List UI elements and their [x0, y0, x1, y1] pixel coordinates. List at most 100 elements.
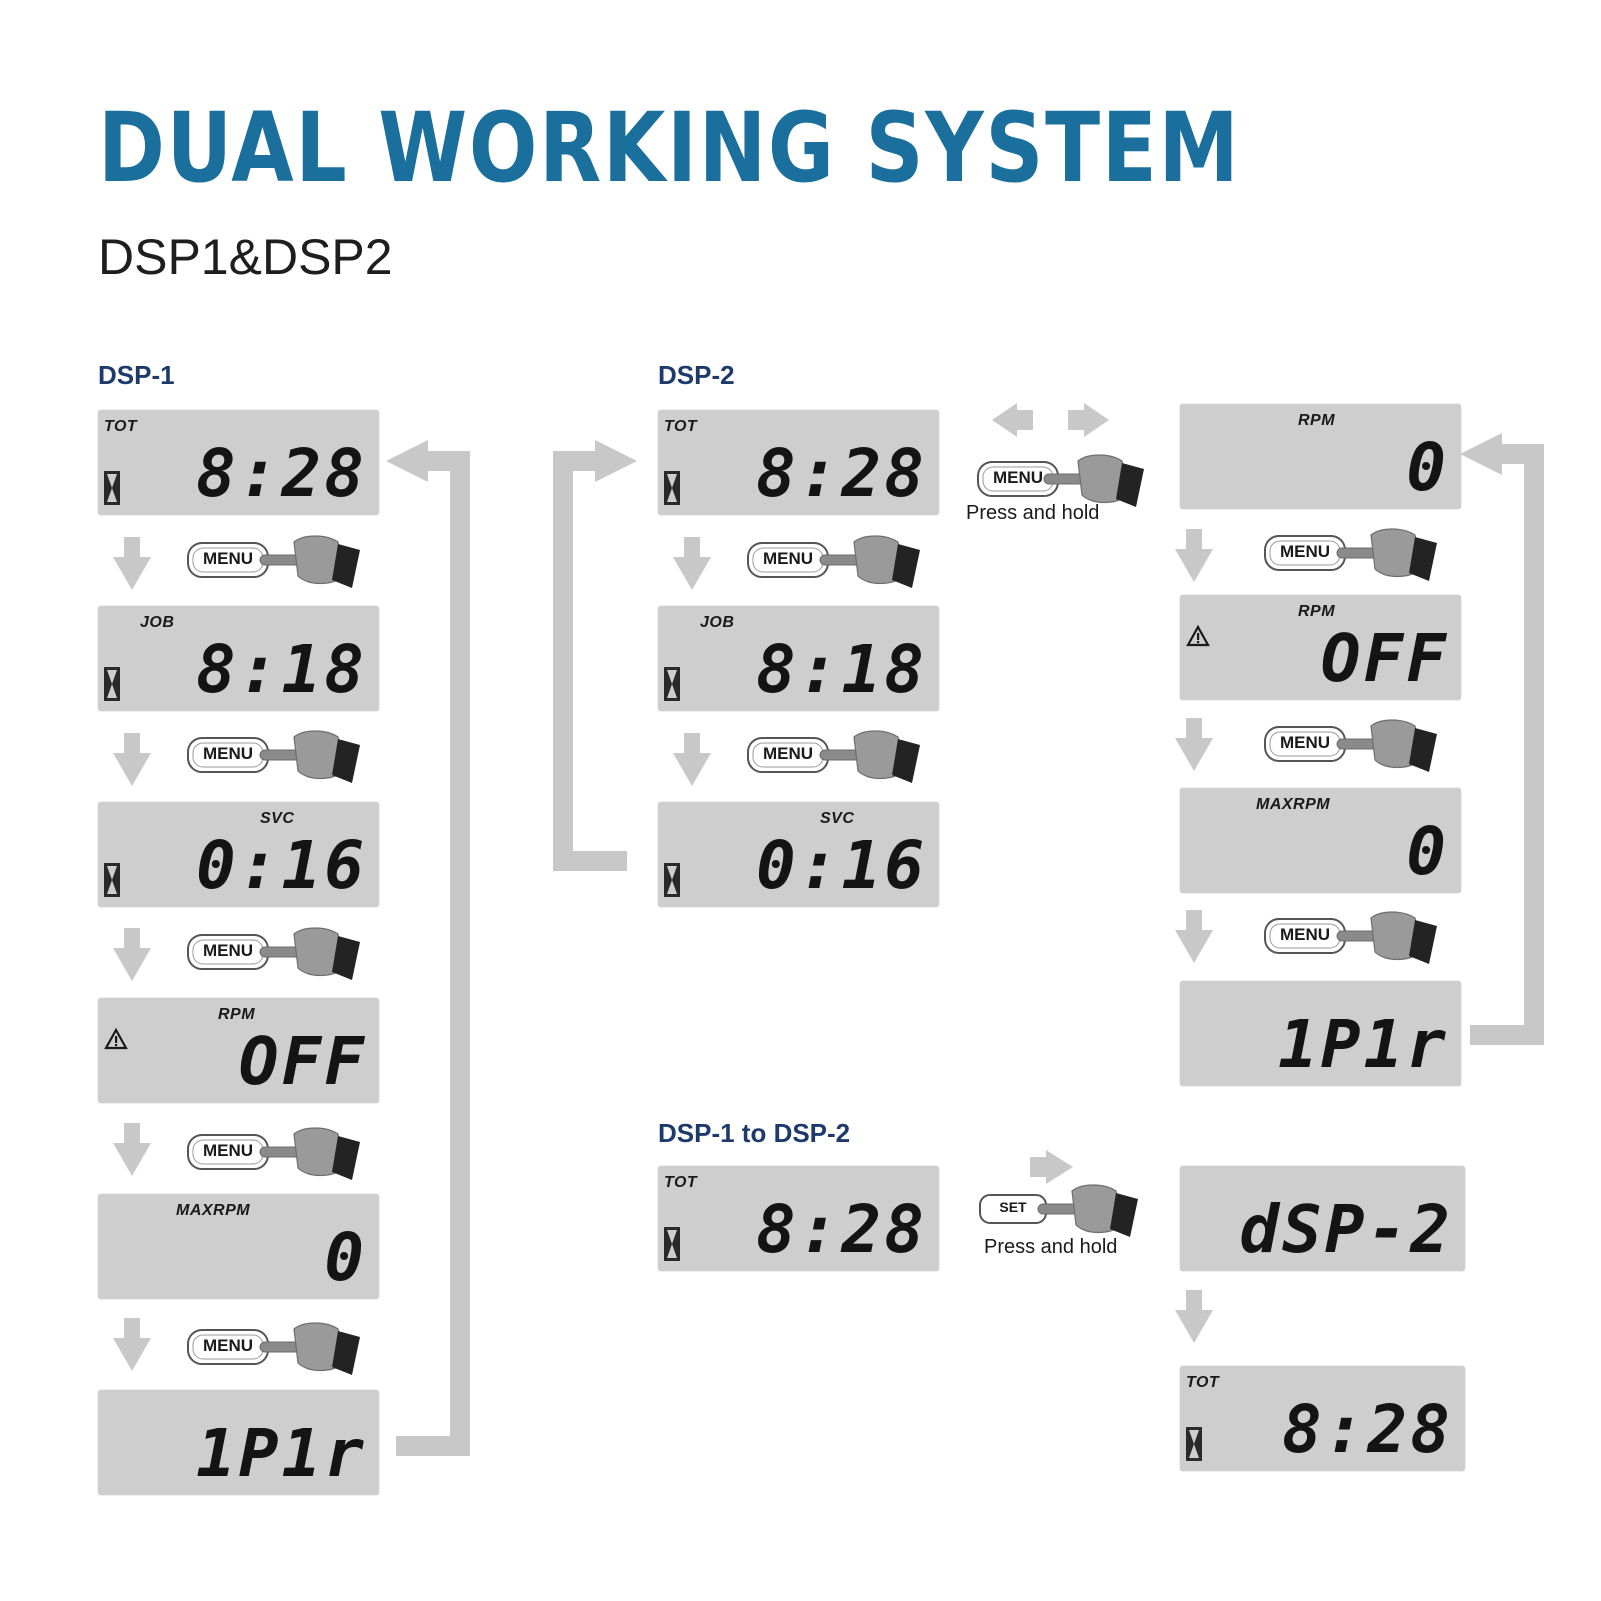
- lcd-label: TOT: [664, 1174, 698, 1191]
- hand-icon: [259, 535, 361, 589]
- lcd-value: dSP-2: [1239, 1191, 1453, 1268]
- right-arrow-icon: [1068, 403, 1109, 437]
- lcd-label: RPM: [1298, 412, 1336, 429]
- lcd-screen: RPM 0: [1180, 404, 1461, 509]
- lcd-screen: SVC 0:16: [658, 802, 939, 907]
- menu-button[interactable]: MENU: [762, 744, 814, 763]
- lcd-value: 0:16: [756, 827, 927, 904]
- down-arrow-icon: [673, 733, 711, 786]
- lcd-screen: JOB 8:18: [98, 606, 379, 711]
- hourglass-icon: [664, 863, 680, 897]
- hourglass-icon: [664, 667, 680, 701]
- down-arrow-icon: [1175, 529, 1213, 582]
- lcd-value: 1P1r: [1278, 1006, 1449, 1083]
- menu-button[interactable]: MENU: [202, 1141, 254, 1160]
- page-title: DUAL WORKING SYSTEM: [98, 92, 1241, 204]
- lcd-screen: JOB 8:18: [658, 606, 939, 711]
- hand-icon: [259, 927, 361, 981]
- menu-button[interactable]: MENU: [762, 549, 814, 568]
- lcd-label: RPM: [1298, 603, 1336, 620]
- set-button[interactable]: SET: [999, 1199, 1027, 1215]
- lcd-label: JOB: [700, 614, 735, 631]
- lcd-screen: dSP-2: [1180, 1166, 1465, 1271]
- menu-button[interactable]: MENU: [202, 549, 254, 568]
- lcd-value: 0:16: [196, 827, 367, 904]
- warning-icon: [104, 1028, 128, 1050]
- lcd-value: 0: [1406, 429, 1449, 506]
- lcd-screen: MAXRPM 0: [1180, 788, 1461, 893]
- down-arrow-icon: [1175, 1290, 1213, 1343]
- hand-icon: [1336, 719, 1438, 773]
- menu-button[interactable]: MENU: [1279, 733, 1331, 752]
- hand-icon: [1336, 911, 1438, 965]
- lcd-label: TOT: [664, 418, 698, 435]
- menu-button[interactable]: MENU: [202, 744, 254, 763]
- lcd-screen: RPM OFF: [98, 998, 379, 1103]
- hand-icon: [819, 730, 921, 784]
- down-arrow-icon: [113, 733, 151, 786]
- lcd-screen: 1P1r: [98, 1390, 379, 1495]
- press-and-hold-note: Press and hold: [966, 502, 1100, 524]
- hand-icon: [819, 535, 921, 589]
- down-arrow-icon: [113, 1123, 151, 1176]
- menu-button[interactable]: MENU: [202, 941, 254, 960]
- lcd-screen: TOT 8:28: [98, 410, 379, 515]
- right-arrow-icon: [1030, 1150, 1073, 1184]
- menu-button[interactable]: MENU: [992, 468, 1044, 487]
- lcd-screen: MAXRPM 0: [98, 1194, 379, 1299]
- down-arrow-icon: [1175, 910, 1213, 963]
- down-arrow-icon: [113, 537, 151, 590]
- section-title-dsp1: DSP-1: [98, 360, 175, 390]
- hourglass-icon: [104, 863, 120, 897]
- lcd-value: 8:28: [1282, 1391, 1453, 1468]
- lcd-label: MAXRPM: [176, 1202, 251, 1219]
- lcd-value: OFF: [238, 1023, 367, 1100]
- menu-button[interactable]: MENU: [1279, 542, 1331, 561]
- lcd-label: SVC: [820, 810, 855, 827]
- lcd-label: JOB: [140, 614, 175, 631]
- lcd-label: RPM: [218, 1006, 256, 1023]
- lcd-screen: SVC 0:16: [98, 802, 379, 907]
- down-arrow-icon: [1175, 718, 1213, 771]
- hand-icon: [1043, 454, 1145, 508]
- lcd-value: 8:28: [756, 1191, 927, 1268]
- section-title-switch: DSP-1 to DSP-2: [658, 1118, 851, 1148]
- section-title-dsp2: DSP-2: [658, 360, 735, 390]
- lcd-label: MAXRPM: [1256, 796, 1331, 813]
- warning-icon: [1186, 625, 1210, 647]
- hourglass-icon: [664, 1227, 680, 1261]
- lcd-screen: TOT 8:28: [658, 410, 939, 515]
- left-arrow-icon: [992, 403, 1033, 437]
- lcd-value: 8:28: [756, 435, 927, 512]
- lcd-value: 0: [324, 1219, 367, 1296]
- lcd-label: TOT: [1186, 1374, 1220, 1391]
- lcd-screen: TOT 8:28: [1180, 1366, 1465, 1471]
- hourglass-icon: [104, 471, 120, 505]
- lcd-value: 0: [1406, 813, 1449, 890]
- lcd-value: OFF: [1320, 620, 1449, 697]
- menu-button[interactable]: MENU: [1279, 925, 1331, 944]
- lcd-value: 1P1r: [196, 1415, 367, 1492]
- down-arrow-icon: [673, 537, 711, 590]
- lcd-screen: 1P1r: [1180, 981, 1461, 1086]
- press-and-hold-note: Press and hold: [984, 1236, 1118, 1258]
- menu-button[interactable]: MENU: [202, 1336, 254, 1355]
- lcd-value: 8:28: [196, 435, 367, 512]
- page-subtitle: DSP1&DSP2: [98, 229, 393, 285]
- hourglass-icon: [664, 471, 680, 505]
- lcd-value: 8:18: [196, 631, 367, 708]
- lcd-label: SVC: [260, 810, 295, 827]
- lcd-screen: TOT 8:28: [658, 1166, 939, 1271]
- lcd-value: 8:18: [756, 631, 927, 708]
- lcd-screen: RPM OFF: [1180, 595, 1461, 700]
- hourglass-icon: [1186, 1427, 1202, 1461]
- hand-icon: [1037, 1184, 1139, 1238]
- hourglass-icon: [104, 667, 120, 701]
- down-arrow-icon: [113, 1318, 151, 1371]
- hand-icon: [259, 1127, 361, 1181]
- hand-icon: [259, 730, 361, 784]
- hand-icon: [1336, 528, 1438, 582]
- lcd-label: TOT: [104, 418, 138, 435]
